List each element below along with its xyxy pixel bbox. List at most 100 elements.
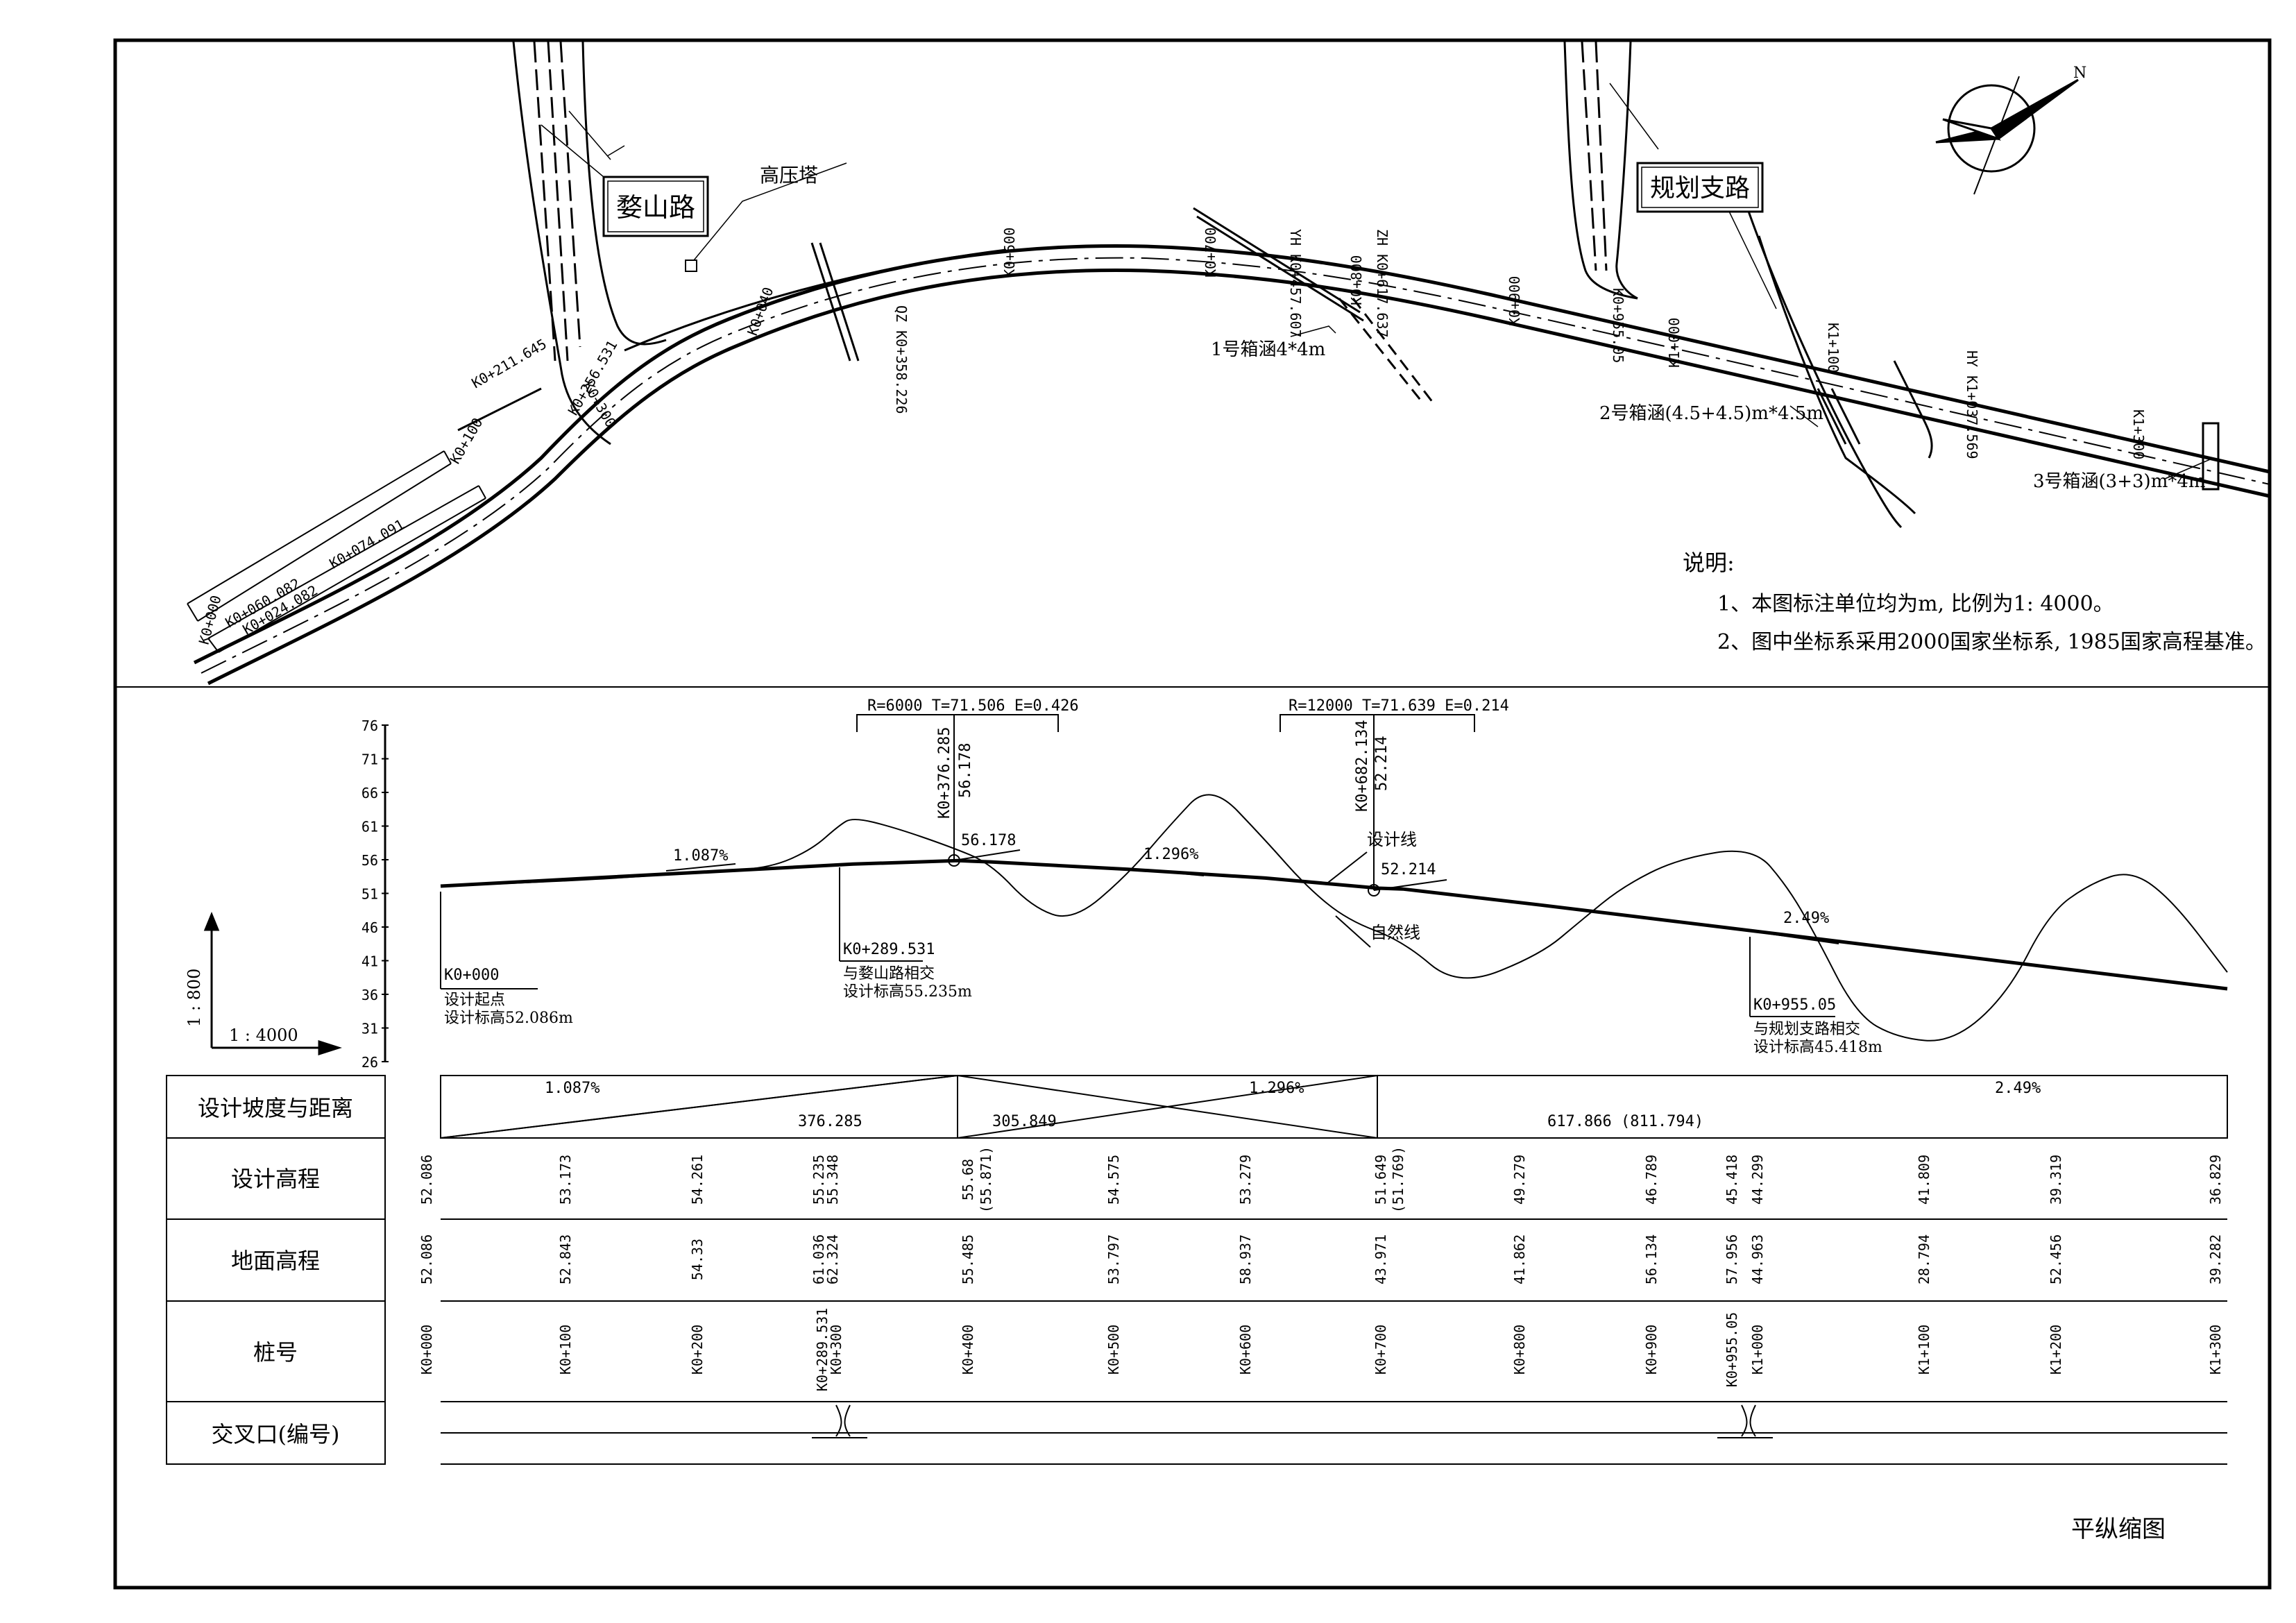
table-label-column: [166, 1075, 386, 1465]
design-line: [440, 858, 2228, 991]
station-value: K1+100: [1916, 1325, 1932, 1375]
design-elevation-value: 39.319: [2048, 1155, 2064, 1205]
station-label: K0+074.091: [327, 516, 407, 572]
svg-text:2、图中坐标系采用2000国家坐标系, 1985国家高程基准: 2、图中坐标系采用2000国家坐标系, 1985国家高程基准。: [1717, 630, 2266, 654]
ground-elevation-value: 44.963: [1749, 1234, 1766, 1284]
scale-horizontal: 1 : 4000: [229, 1026, 298, 1045]
ground-line: [440, 794, 2228, 1042]
station-label: YH K0+457.607: [1287, 229, 1304, 338]
int2-note: 与规划支路相交: [1753, 1021, 1860, 1038]
design-elevation-value: (55.871): [978, 1146, 994, 1213]
grade-label: 1.087%: [673, 847, 728, 865]
design-elevation-value: 44.299: [1749, 1155, 1766, 1205]
station-value: K1+300: [2207, 1325, 2224, 1375]
y-tick-label: 26: [362, 1054, 378, 1071]
start-note: 设计起点: [444, 992, 505, 1009]
scale-indicator: [203, 912, 342, 1056]
station-label: K1+300: [2130, 409, 2147, 459]
vc1-elev: 56.178: [957, 743, 974, 798]
svg-text:N: N: [2073, 65, 2086, 82]
station-value: K0+200: [689, 1325, 706, 1375]
station-value: K0+289.531: [814, 1308, 831, 1391]
station-label: K0+955.05: [1610, 288, 1626, 363]
culvert-1-label: 1号箱涵4*4m: [1211, 339, 1325, 360]
ground-elevation-value: 28.794: [1916, 1234, 1932, 1284]
station-label: K0+100: [447, 415, 486, 467]
vc2-params: R=12000 T=71.639 E=0.214: [1289, 697, 1509, 715]
design-elevation-value: 45.418: [1724, 1155, 1740, 1205]
y-tick-label: 41: [362, 953, 378, 970]
y-tick-label: 36: [362, 987, 378, 1003]
vc2-elev: 52.214: [1373, 736, 1391, 791]
guihua-road-label: 规划支路: [1636, 162, 1764, 213]
design-elevation-value: 54.261: [689, 1155, 706, 1205]
station-value: K0+600: [1237, 1325, 1254, 1375]
y-tick-label: 46: [362, 919, 378, 936]
design-elevation-value: 51.649: [1372, 1155, 1389, 1205]
scale-vertical: 1 : 800: [185, 969, 204, 1027]
ground-elevation-value: 41.862: [1511, 1234, 1528, 1284]
slope-length: 376.285: [798, 1113, 862, 1130]
slope-length: 305.849: [992, 1113, 1057, 1130]
junction-symbols: [812, 1404, 1773, 1438]
station-label: K1+000: [1666, 318, 1683, 368]
vertical-curve-2: [1279, 714, 1475, 948]
station-label: K1+100: [1825, 323, 1842, 373]
svg-text:婺山路: 婺山路: [616, 192, 695, 223]
int2-elev: 设计标高45.418m: [1753, 1039, 1882, 1056]
y-tick-label: 66: [362, 785, 378, 801]
station-value: K0+955.05: [1724, 1312, 1740, 1387]
row-label-slope: 设计坡度与距离: [198, 1095, 353, 1121]
vc1-params: R=6000 T=71.506 E=0.426: [867, 697, 1079, 715]
y-tick-label: 56: [362, 852, 378, 869]
vertical-curve-1: [856, 714, 1059, 867]
north-arrow-icon: N: [1935, 65, 2086, 195]
station-label: QZ K0+358.226: [893, 305, 910, 414]
grade-label: 1.296%: [1143, 846, 1198, 863]
int2-station: K0+955.05: [1753, 996, 1836, 1014]
main-road: [193, 244, 2270, 686]
vc1-point-elev: 56.178: [961, 832, 1016, 849]
row-label-station: 桩号: [253, 1339, 298, 1366]
design-elevation-value: 36.829: [2207, 1155, 2224, 1205]
slope-grade: 1.087%: [545, 1080, 599, 1097]
sw-ramps: [187, 387, 542, 653]
ground-elevation-value: 52.843: [557, 1234, 574, 1284]
design-elevation-value: 49.279: [1511, 1155, 1528, 1205]
ground-elevation-value: 52.456: [2048, 1234, 2064, 1284]
station-label: K0+211.645: [469, 335, 550, 391]
culvert-3-label: 3号箱涵(3+3)m*4m: [2033, 471, 2206, 492]
station-label: K0+500: [1001, 228, 1018, 278]
plan-notes: 说明: 1、本图标注单位均为m, 比例为1: 4000。 2、图中坐标系采用20…: [1683, 550, 2266, 654]
station-value: K0+300: [828, 1325, 844, 1375]
design-line-label: 设计线: [1367, 830, 1417, 849]
drawing-title: 平纵缩图: [2071, 1515, 2166, 1543]
station-value: K0+500: [1105, 1325, 1122, 1375]
ground-elevation-value: 58.937: [1237, 1234, 1254, 1284]
vc1-station: K0+376.285: [936, 727, 953, 819]
station-label: HY K1+037.569: [1964, 350, 1980, 459]
station-label: ZH K0+617.637: [1374, 229, 1391, 338]
design-elevation-value: 41.809: [1916, 1155, 1932, 1205]
design-elevation-value: 52.086: [418, 1155, 435, 1205]
row-label-design: 设计高程: [231, 1166, 320, 1192]
wushan-road-label: 婺山路: [602, 176, 709, 237]
row-label-junction: 交叉口(编号): [212, 1421, 340, 1447]
station-value: K0+900: [1643, 1325, 1660, 1375]
ground-elevation-value: 62.324: [824, 1234, 841, 1284]
tower-label: 高压塔: [760, 164, 818, 187]
y-tick-label: 51: [362, 886, 378, 903]
slope-grade: 2.49%: [1995, 1080, 2041, 1097]
ground-elevation-value: 53.797: [1105, 1234, 1122, 1284]
y-tick-label: 61: [362, 819, 378, 835]
slope-length: 617.866 (811.794): [1547, 1113, 1703, 1130]
plan-view: [187, 41, 2270, 686]
grade-label: 2.49%: [1783, 910, 1829, 927]
sheet-border: [113, 38, 2272, 1590]
design-elevation-value: (51.769): [1390, 1146, 1406, 1213]
ground-elevation-value: 61.036: [810, 1234, 827, 1284]
